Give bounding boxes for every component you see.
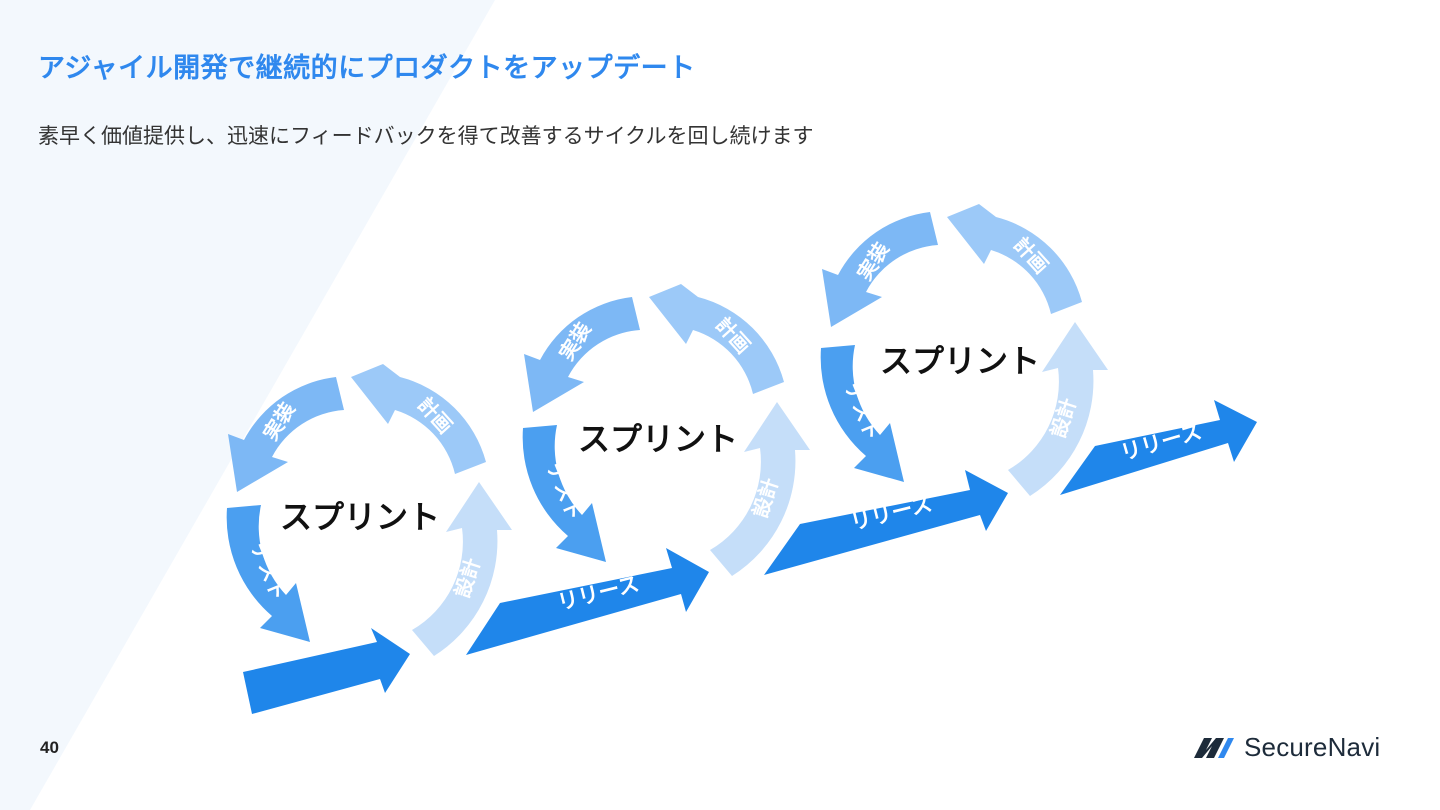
- release-arrow-final: リリース: [1060, 400, 1257, 495]
- sprint-center-label: スプリント: [280, 498, 440, 536]
- phase-arrow-test: [226, 505, 310, 642]
- sprint-center-label: スプリント: [578, 420, 738, 458]
- release-arrow-3: リリース: [764, 470, 1008, 575]
- phase-arrow-sekkei: [710, 402, 810, 576]
- sprint-center-label: スプリント: [880, 342, 1040, 380]
- logo-text: SecureNavi: [1244, 732, 1381, 762]
- phase-arrow-keikaku: [351, 364, 486, 474]
- phase-arrow-jisso: [822, 212, 938, 327]
- phase-arrow-keikaku: [649, 284, 784, 394]
- phase-arrow-test: [522, 425, 606, 562]
- securenavi-logo-icon: [1194, 737, 1234, 758]
- securenavi-logo: SecureNavi: [1192, 732, 1380, 763]
- slide-subtitle: 素早く価値提供し、迅速にフィードバックを得て改善するサイクルを回し続けます: [38, 124, 814, 148]
- page-number: 40: [40, 738, 59, 757]
- release-arrow-2: リリース: [466, 548, 709, 655]
- phase-arrow-sekkei: [1008, 322, 1108, 496]
- phase-arrow-jisso: [524, 297, 640, 412]
- sprint-cycle-3: スプリント 実装 計画 設計 テスト: [820, 204, 1108, 496]
- sprint-cycle-1: スプリント 実装 計画 設計 テスト: [226, 364, 512, 656]
- phase-arrow-keikaku: [947, 204, 1082, 314]
- sprint-cycle-2: スプリント 実装 計画 設計 テスト: [522, 284, 810, 576]
- phase-arrow-jisso: [228, 377, 344, 492]
- release-arrow-1: [243, 628, 410, 714]
- slide-title: アジャイル開発で継続的にプロダクトをアップデート: [38, 53, 696, 84]
- phase-arrow-sekkei: [412, 482, 512, 656]
- phase-arrow-test: [820, 345, 904, 482]
